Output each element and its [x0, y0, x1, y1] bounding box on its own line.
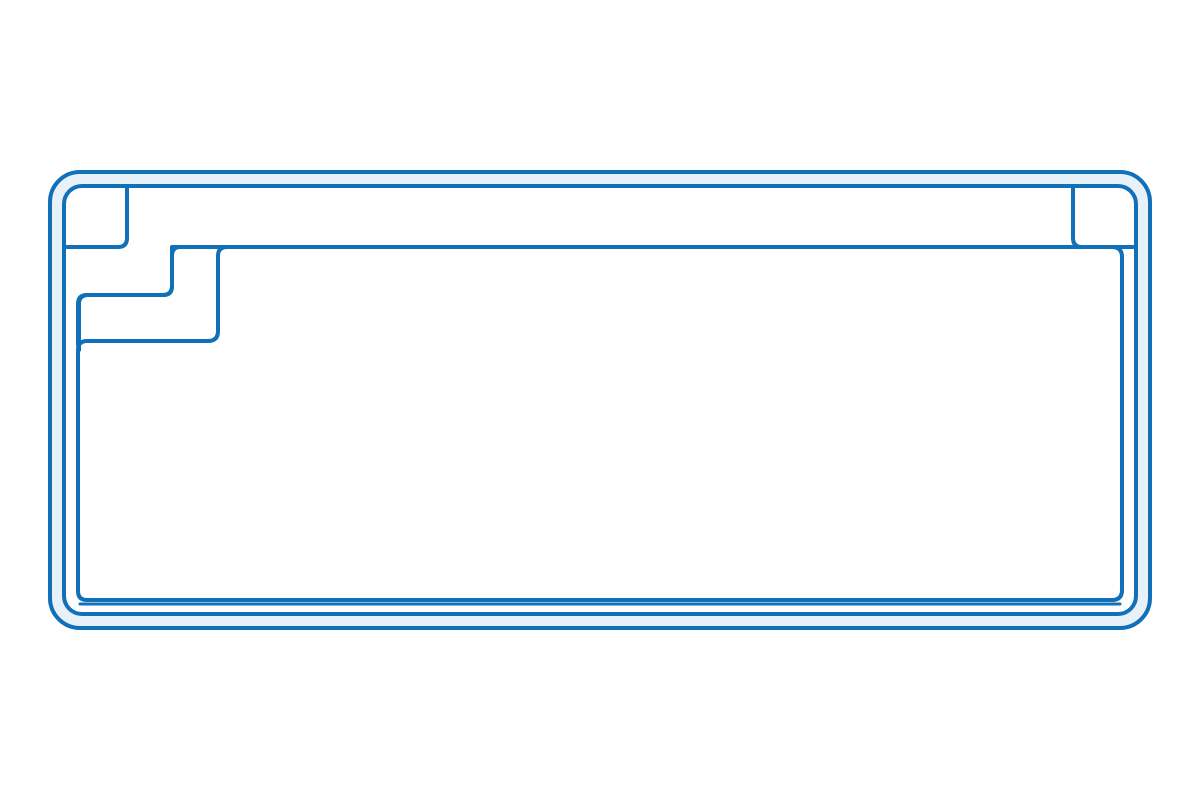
pool-outer-edge: [48, 170, 1152, 630]
pool-bench-right: [1071, 184, 1138, 249]
pool-bench-left: [62, 184, 129, 249]
pool-floor-with-steps: [76, 245, 1124, 602]
pool-inner-edge: [62, 184, 1138, 616]
pool-entry-step-1: [77, 245, 182, 352]
pool-coping-band: [50, 172, 1150, 628]
